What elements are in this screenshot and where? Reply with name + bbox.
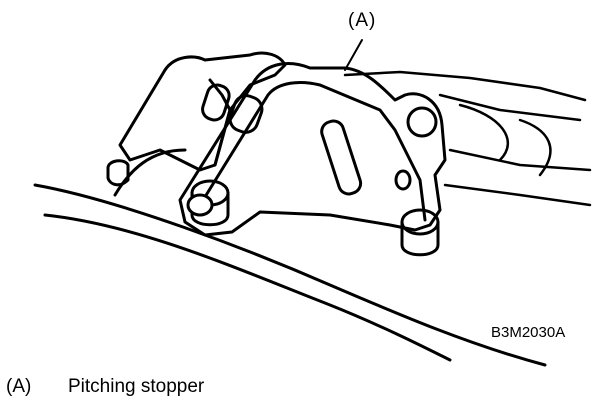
legend-text: Pitching stopper	[68, 376, 205, 397]
callout-leader-line	[344, 39, 363, 71]
callout-label-a: (A)	[348, 10, 377, 31]
bolt-left	[186, 179, 230, 227]
engine-body-outline	[33, 183, 547, 367]
legend-item: (A) Pitching stopper	[6, 376, 204, 398]
legend-key: (A)	[6, 376, 32, 397]
hoses	[343, 70, 592, 207]
bolt-right	[400, 208, 440, 257]
pitching-stopper-plate	[178, 62, 447, 237]
figure-code: B3M2030A	[491, 324, 566, 341]
